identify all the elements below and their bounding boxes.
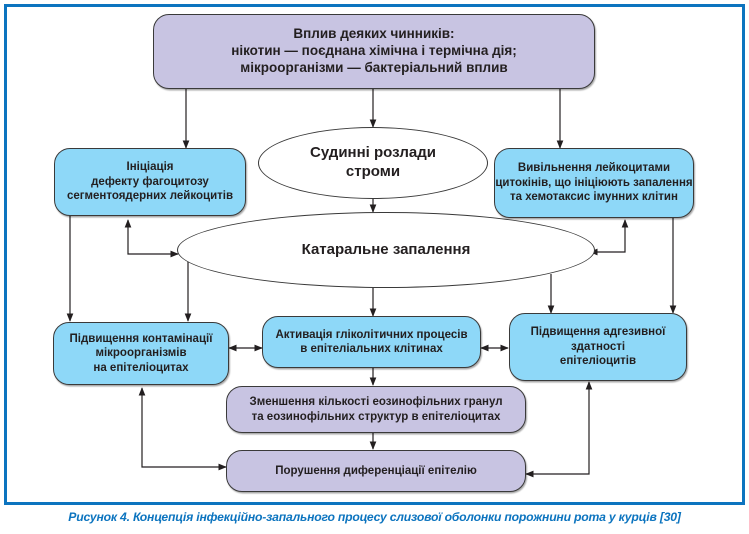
node-catarrhal-inflammation: Катаральне запалення xyxy=(177,212,595,288)
node-glycolytic-activation: Активація гліколітичних процесів в епіте… xyxy=(262,316,481,368)
node-differentiation-disorder: Порушення диференціації епітелію xyxy=(226,450,526,492)
node-factors: Вплив деяких чинників: нікотин — поєднан… xyxy=(153,14,595,89)
edge-phagocytosis-catarrhal xyxy=(124,219,179,258)
node-contamination: Підвищення контамінації мікроорганізмів … xyxy=(53,322,229,385)
node-cytokine-release: Вивільнення лейкоцитами цитокінів, що ін… xyxy=(494,148,694,218)
node-adhesive-capacity: Підвищення адгезивної здатності епітеліо… xyxy=(509,313,687,381)
node-eosinophil-reduction: Зменшення кількості еозинофільних гранул… xyxy=(226,386,526,433)
node-vascular-disorders: Судинні розлади строми xyxy=(258,127,488,199)
figure-caption: Рисунок 4. Концепція інфекційно-запально… xyxy=(68,510,681,524)
edge-cytokines-catarrhal xyxy=(589,219,629,256)
edge-differentiation-adhesive xyxy=(525,381,593,478)
node-phagocytosis-defect: Ініціація дефекту фагоцитозу сегментояде… xyxy=(54,148,246,216)
edge-differentiation-contamination xyxy=(138,387,227,471)
